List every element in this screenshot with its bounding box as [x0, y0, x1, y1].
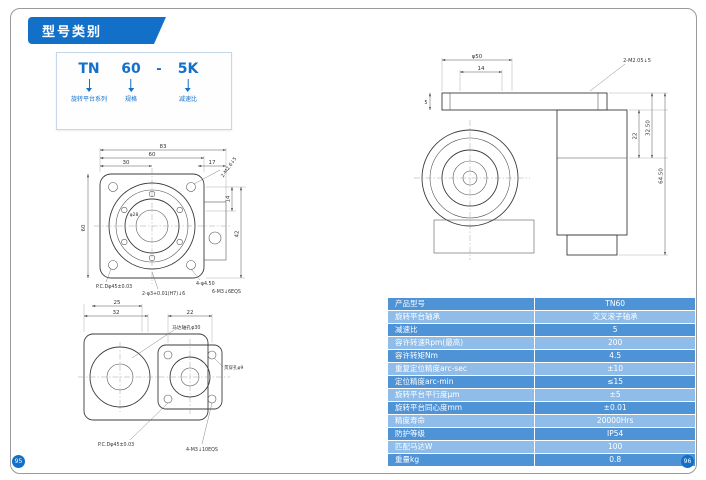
dim-32: 32 [113, 310, 120, 316]
spec-label: 容许转矩Nm [388, 350, 536, 362]
spec-value: IP54 [607, 429, 624, 438]
down-arrow-icon [127, 79, 134, 92]
spec-label: 产品型号 [388, 298, 536, 310]
section-title-tab: 型号类别 [28, 17, 166, 44]
front-view-drawing: 83 60 30 17 60 14 42 2-M2.6↓5 φ28 P.C.Dφ… [81, 144, 246, 297]
dim-3250: 32.50 [646, 120, 652, 136]
dim-left-span: 30 [123, 160, 130, 166]
dim-5: 5 [424, 100, 427, 106]
spec-label: 匹配马达W [388, 441, 536, 453]
spec-label: 防护等级 [388, 428, 536, 440]
table-row: 旋转平台轴承 交叉滚子轴承 [388, 311, 695, 324]
dim-14: 14 [478, 66, 485, 72]
dim-22: 22 [187, 310, 194, 316]
spec-label: 定位精度arc-min [388, 376, 536, 388]
spec-label: 重复定位精度arc-sec [388, 363, 536, 375]
note-hole: 4-φ4.50 [196, 281, 215, 287]
dim-flange-width: 60 [149, 152, 156, 158]
model-separator: - [156, 62, 162, 77]
dim-height: 60 [81, 224, 87, 231]
spec-table: 产品型号 TN60 旋转平台轴承 交叉滚子轴承 减速比 5 容许转速Rpm(最高) 20… [388, 298, 695, 467]
spec-label: 旋转平台平行度μm [388, 389, 536, 401]
dim-22: 22 [633, 133, 639, 140]
spec-value: 0.8 [609, 455, 622, 464]
note-motor-hole: 马达轴孔φ30 [172, 324, 200, 331]
table-row: 重量kg 0.8 [388, 454, 695, 467]
dim-step-height: 14 [226, 195, 232, 202]
spec-value: 20000Hrs [596, 416, 634, 425]
dim-d50: φ50 [472, 54, 483, 60]
spec-value: 100 [608, 442, 623, 451]
note-pin: 2-φ3+0.01(H7)↓6 [142, 291, 185, 297]
model-size-code: 60 [121, 61, 141, 77]
dim-25: 25 [114, 300, 121, 306]
spec-value: 交叉滚子轴承 [592, 312, 638, 321]
spec-value: ±0.01 [603, 403, 627, 412]
spec-value: ±5 [609, 390, 621, 399]
model-series-code: TN [78, 61, 100, 77]
spec-value: 200 [608, 338, 623, 347]
spec-value: 4.5 [609, 351, 622, 360]
down-arrow-icon [185, 79, 191, 92]
dim-body-height: 42 [235, 231, 241, 238]
side-view-drawing: φ50 14 5 22 32.50 64.50 2-M2.05↓5 [414, 54, 668, 260]
table-row: 旋转平台同心度mm ±0.01 [388, 402, 695, 415]
section-title: 型号类别 [42, 25, 103, 40]
note-tap: 4-M3↓10EQS [186, 447, 218, 453]
dim-overall-width: 83 [160, 144, 167, 150]
spec-value: ±10 [607, 364, 624, 373]
spec-label: 精度寿命 [388, 415, 536, 427]
table-row: 容许转矩Nm 4.5 [388, 350, 695, 363]
table-row: 容许转速Rpm(最高) 200 [388, 337, 695, 350]
spec-label: 容许转速Rpm(最高) [388, 337, 536, 349]
spec-value: TN60 [605, 299, 626, 308]
model-ratio-label: 减速比 [178, 96, 197, 103]
down-arrow-icon [85, 79, 92, 92]
side-tab-outline [203, 201, 227, 261]
page-number-left: 95 [12, 455, 25, 468]
spec-label: 重量kg [388, 454, 536, 466]
spec-value: ≤15 [607, 377, 624, 386]
spec-label: 减速比 [388, 324, 536, 336]
note-tap: 2-M2.05↓5 [623, 58, 651, 64]
table-row: 匹配马达W 100 [388, 441, 695, 454]
note-bore: φ28 [130, 212, 139, 218]
note-tap: 2-M2.6↓5 [220, 156, 238, 179]
note-pcd: P.C.Dφ45±0.03 [96, 284, 132, 290]
model-size-label: 规格 [124, 96, 138, 103]
table-row: 防护等级 IP54 [388, 428, 695, 441]
top-plate-outline [441, 92, 608, 111]
page-number-right: 96 [681, 455, 694, 468]
dim-6450: 64.50 [659, 168, 665, 184]
page-border-frame [10, 8, 697, 474]
bottom-view-drawing: 25 32 22 马达轴孔φ30 贯穿孔φ9 P.C.Dφ45±0.03 4-M… [78, 300, 243, 453]
note-tap-eqs: 6-M3↓6EQS [212, 289, 241, 295]
model-series-column: TN 旋转平台系列 [71, 62, 107, 103]
note-pcd: P.C.Dφ45±0.03 [98, 442, 134, 448]
spec-label: 旋转平台同心度mm [388, 402, 536, 414]
spec-value: 5 [612, 325, 618, 334]
dim-right-span: 17 [209, 160, 216, 166]
model-series-label: 旋转平台系列 [70, 96, 108, 103]
spec-label: 旋转平台轴承 [388, 311, 536, 323]
table-row: 定位精度arc-min ≤15 [388, 376, 695, 389]
table-row: 旋转平台平行度μm ±5 [388, 389, 695, 402]
note-through-hole: 贯穿孔φ9 [224, 364, 243, 371]
model-size-column: 60 规格 [121, 62, 140, 103]
table-row: 重复定位精度arc-sec ±10 [388, 363, 695, 376]
motor-block-outline [556, 109, 628, 236]
table-row: 精度寿命 20000Hrs [388, 415, 695, 428]
model-ratio-code: 5K [177, 61, 199, 77]
model-ratio-column: 5K 减速比 [178, 62, 199, 103]
table-row: 减速比 5 [388, 324, 695, 337]
model-legend-box: TN 旋转平台系列 60 规格 - 5K 减速比 [56, 52, 232, 130]
table-row: 产品型号 TN60 [388, 298, 695, 311]
